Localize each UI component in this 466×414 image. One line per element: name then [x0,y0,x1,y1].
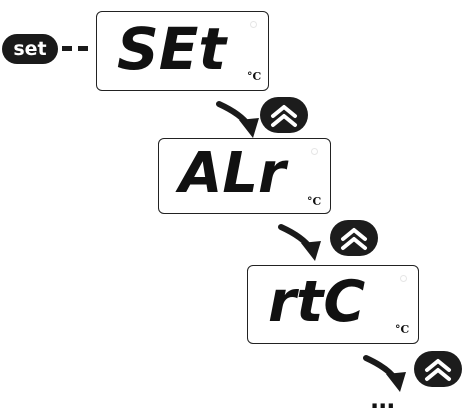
lcd-display-alr: ALr °C [158,138,331,214]
connector-dash [78,46,88,51]
lcd-display-rtc: rtC °C [247,265,419,344]
unit-label: °C [307,195,322,208]
up-key[interactable] [414,351,462,387]
curved-arrow-icon [216,101,259,138]
indicator-dot [250,21,257,28]
double-chevron-up-icon [341,228,367,250]
up-key[interactable] [260,97,308,133]
set-key[interactable]: set [2,34,58,64]
curved-arrow-icon [363,355,406,392]
up-key[interactable] [330,220,378,256]
indicator-dot [311,148,318,155]
unit-label: °C [395,323,410,336]
display-code: ALr [179,141,286,206]
display-code: rtC [268,269,366,335]
lcd-display-set: SEt °C [96,11,269,91]
unit-label: °C [247,70,262,83]
double-chevron-up-icon [271,105,297,127]
connector-dash [62,46,72,51]
indicator-dot [400,275,407,282]
continuation-ellipsis: ... [370,386,395,414]
curved-arrow-icon [278,224,321,261]
double-chevron-up-icon [425,359,451,381]
display-code: SEt [117,15,227,83]
